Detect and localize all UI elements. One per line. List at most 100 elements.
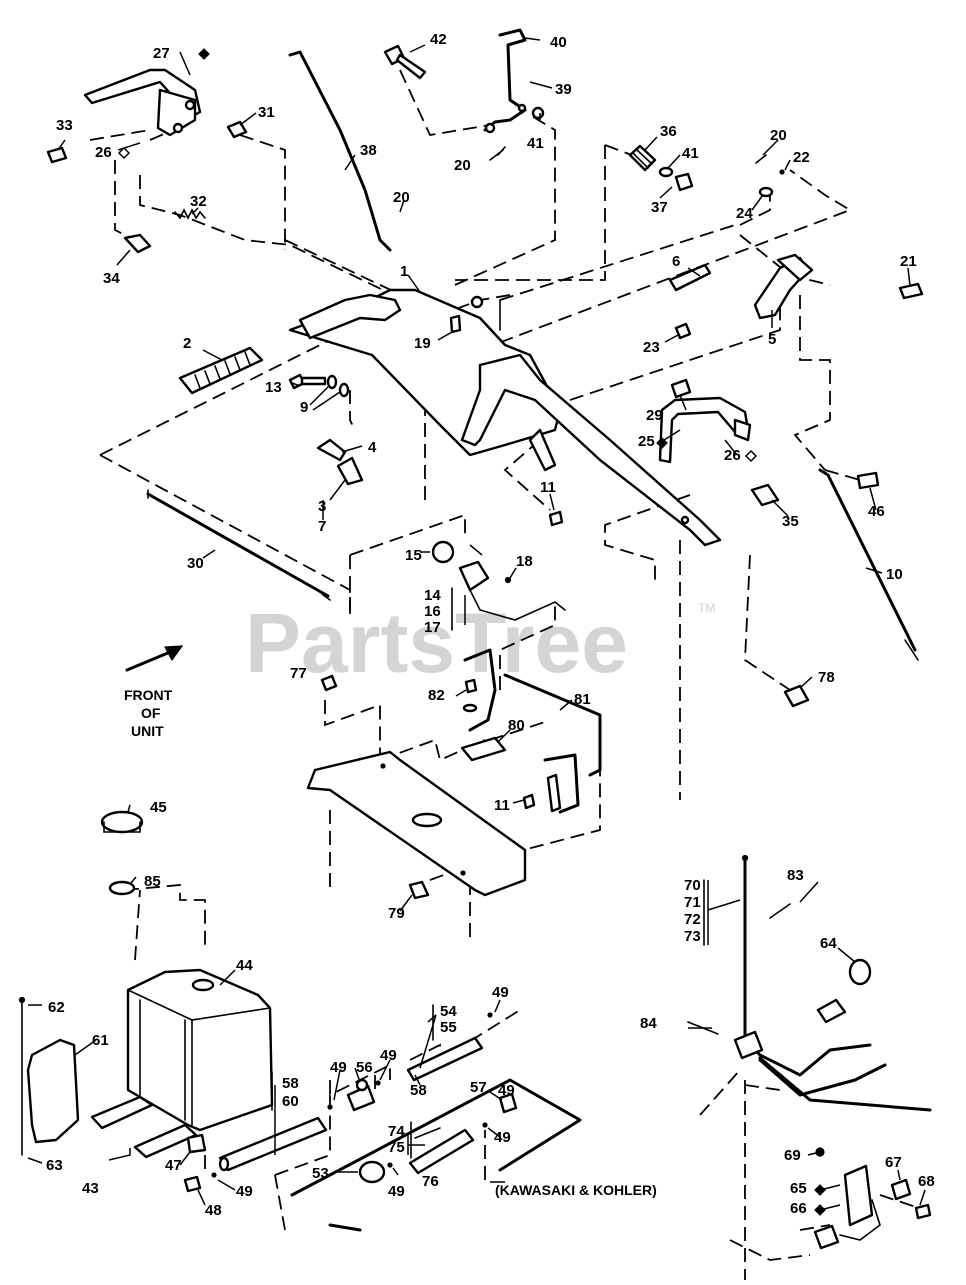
callout-21[interactable]: 21 — [900, 253, 917, 270]
callout-42[interactable]: 42 — [430, 31, 447, 48]
part-24-washer[interactable] — [758, 186, 774, 198]
callout-25[interactable]: 25 — [638, 433, 655, 450]
part-5-bracket[interactable] — [753, 253, 814, 320]
callout-9[interactable]: 9 — [300, 399, 308, 416]
callout-39[interactable]: 39 — [555, 81, 572, 98]
callout-11-lower[interactable]: 11 — [494, 797, 510, 814]
part-27-lever[interactable] — [83, 68, 202, 137]
part-13-bolt[interactable] — [288, 373, 327, 390]
part-62-rod[interactable] — [18, 996, 26, 1156]
callout-53[interactable]: 53 — [312, 1165, 329, 1182]
callout-44[interactable]: 44 — [236, 957, 253, 974]
callout-32[interactable]: 32 — [190, 193, 207, 210]
callout-68[interactable]: 68 — [918, 1173, 935, 1190]
part-25-lever[interactable] — [658, 396, 752, 464]
callout-49-a[interactable]: 49 — [236, 1183, 253, 1200]
callout-20-rod[interactable]: 20 — [393, 189, 410, 206]
part-54-fuel-line[interactable] — [406, 1036, 484, 1082]
callout-23[interactable]: 23 — [643, 339, 660, 356]
part-65-module[interactable] — [839, 1164, 881, 1241]
part-1-frame-assembly[interactable] — [288, 288, 722, 547]
part-78-bolt[interactable] — [783, 684, 810, 708]
callout-17[interactable]: 17 — [424, 619, 441, 636]
callout-26-right[interactable]: 26 — [724, 447, 741, 464]
callout-75[interactable]: 75 — [388, 1139, 405, 1156]
callout-14[interactable]: 14 — [424, 587, 441, 604]
callout-46[interactable]: 46 — [868, 503, 885, 520]
callout-26-left[interactable]: 26 — [95, 144, 112, 161]
part-47-grommet[interactable] — [186, 1133, 207, 1154]
part-15-knob[interactable] — [431, 540, 455, 564]
callout-79[interactable]: 79 — [388, 905, 405, 922]
callout-74[interactable]: 74 — [388, 1123, 405, 1140]
callout-62[interactable]: 62 — [48, 999, 65, 1016]
callout-71[interactable]: 71 — [684, 894, 701, 911]
callout-47[interactable]: 47 — [165, 1157, 182, 1174]
callout-16[interactable]: 16 — [424, 603, 441, 620]
callout-3[interactable]: 3 — [318, 498, 326, 515]
callout-13[interactable]: 13 — [265, 379, 282, 396]
part-10-rod[interactable] — [818, 468, 919, 661]
callout-81[interactable]: 81 — [574, 691, 591, 708]
part-83-wire[interactable] — [769, 903, 791, 919]
part-32-spring[interactable] — [174, 208, 206, 220]
part-61-strap[interactable] — [26, 1038, 80, 1144]
callout-73[interactable]: 73 — [684, 928, 701, 945]
callout-78[interactable]: 78 — [818, 669, 835, 686]
callout-36[interactable]: 36 — [660, 123, 677, 140]
part-22-pin[interactable] — [779, 169, 785, 175]
callout-58-left[interactable]: 58 — [282, 1075, 299, 1092]
part-45-fuel-cap[interactable] — [100, 810, 144, 834]
callout-69[interactable]: 69 — [784, 1147, 801, 1164]
callout-18[interactable]: 18 — [516, 553, 533, 570]
callout-60[interactable]: 60 — [282, 1093, 299, 1110]
part-9-washers[interactable] — [326, 374, 350, 398]
part-fuse-holder[interactable] — [543, 753, 580, 814]
callout-63[interactable]: 63 — [46, 1157, 63, 1174]
callout-10[interactable]: 10 — [886, 566, 903, 583]
part-46-screw[interactable] — [856, 471, 880, 490]
callout-29[interactable]: 29 — [646, 407, 663, 424]
callout-7[interactable]: 7 — [318, 518, 326, 535]
part-48-fitting[interactable] — [183, 1175, 202, 1193]
callout-20-right[interactable]: 20 — [770, 127, 787, 144]
callout-70[interactable]: 70 — [684, 877, 701, 894]
part-2-hand-grip[interactable] — [178, 346, 264, 395]
callout-4[interactable]: 4 — [368, 439, 377, 456]
callout-41-right[interactable]: 41 — [682, 145, 699, 162]
part-49-clamps[interactable] — [211, 1012, 493, 1178]
callout-49-g[interactable]: 49 — [498, 1082, 515, 1099]
part-57-clamp[interactable] — [498, 1092, 518, 1114]
part-41-nut[interactable] — [531, 106, 545, 120]
part-20-clip[interactable] — [489, 146, 506, 161]
callout-49-f[interactable]: 49 — [388, 1183, 405, 1200]
callout-24[interactable]: 24 — [736, 205, 753, 222]
part-42-bolt[interactable] — [383, 44, 427, 80]
callout-35[interactable]: 35 — [782, 513, 799, 530]
callout-27[interactable]: 27 — [153, 45, 170, 62]
callout-65[interactable]: 65 — [790, 1180, 807, 1197]
callout-31[interactable]: 31 — [258, 104, 275, 121]
callout-1[interactable]: 1 — [400, 263, 408, 280]
part-64-grommet[interactable] — [848, 958, 872, 986]
part-34-switch[interactable] — [123, 233, 152, 254]
callout-61[interactable]: 61 — [92, 1032, 109, 1049]
callout-37[interactable]: 37 — [651, 199, 668, 216]
part-80-plate[interactable] — [460, 736, 507, 762]
callout-33[interactable]: 33 — [56, 117, 73, 134]
part-31-bushing[interactable] — [226, 120, 248, 139]
part-58-fuel-line[interactable] — [218, 1116, 328, 1172]
callout-56[interactable]: 56 — [356, 1059, 373, 1076]
callout-49-d[interactable]: 49 — [492, 984, 509, 1001]
callout-5[interactable]: 5 — [768, 331, 776, 348]
part-11-nut[interactable] — [548, 510, 564, 527]
part-68-screw[interactable] — [914, 1203, 932, 1220]
part-77-screw[interactable] — [320, 674, 338, 692]
callout-45[interactable]: 45 — [150, 799, 167, 816]
callout-20-pedal[interactable]: 20 — [454, 157, 471, 174]
part-4-arm[interactable] — [316, 438, 364, 486]
callout-84[interactable]: 84 — [640, 1015, 657, 1032]
part-30-rod[interactable] — [146, 489, 331, 601]
part-79-clip[interactable] — [408, 880, 430, 900]
callout-83[interactable]: 83 — [787, 867, 804, 884]
